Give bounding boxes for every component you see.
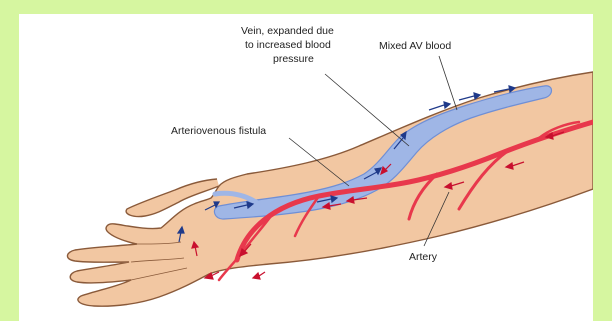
diagram-panel: Vein, expanded due to increased blood pr… <box>19 14 593 321</box>
arm-fistula-diagram: Vein, expanded due to increased blood pr… <box>19 14 593 321</box>
vein-label-line3: pressure <box>273 53 314 65</box>
vein-label-line1: Vein, expanded due <box>241 25 334 37</box>
vein-label-line2: to increased blood <box>245 39 331 51</box>
mixed-label-leader <box>439 56 457 110</box>
mixed-av-label: Mixed AV blood <box>379 40 451 52</box>
artery-label: Artery <box>409 251 438 263</box>
fistula-label: Arteriovenous fistula <box>171 125 266 137</box>
vein-label-leader <box>325 74 409 146</box>
